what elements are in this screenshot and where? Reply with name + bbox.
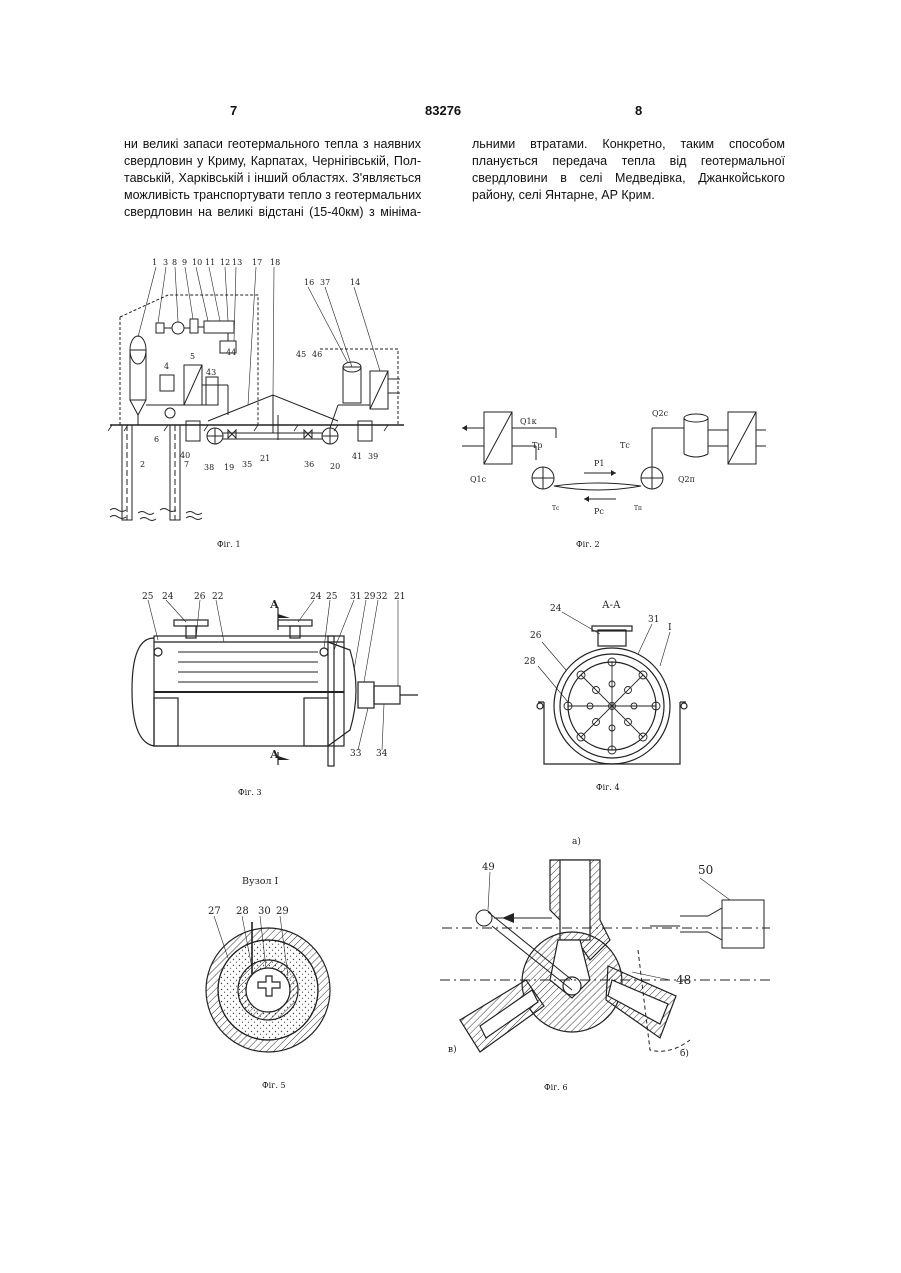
fig6-label: 50 xyxy=(698,863,713,877)
fig1-label: 17 xyxy=(252,258,262,267)
fig2-label: Рс xyxy=(594,507,604,516)
fig1-label: 38 xyxy=(204,463,214,472)
fig1-label: 46 xyxy=(312,350,322,359)
fig1-label: 6 xyxy=(154,435,159,444)
fig1-label: 8 xyxy=(172,258,177,267)
text-line: свердловин на великі відстані (15-40км) … xyxy=(124,204,421,221)
fig2-label: Тс xyxy=(552,505,560,512)
fig1-label: 5 xyxy=(190,352,195,361)
fig4-label: I xyxy=(668,623,672,633)
figure-4-caption: Фіг. 4 xyxy=(596,783,620,792)
fig3-label: 24 xyxy=(310,592,322,602)
fig3-section-mark: А xyxy=(270,598,279,611)
figure-3-exchanger-section: 25 24 26 22 24 25 31 29 32 21 33 34 А А xyxy=(128,590,418,780)
fig1-label: 12 xyxy=(220,258,230,267)
text-line: району, селі Янтарне, АР Крим. xyxy=(472,187,785,204)
fig6-label: 48 xyxy=(676,973,691,987)
fig5-title: Вузол І xyxy=(242,876,279,887)
fig3-label: 22 xyxy=(212,592,223,602)
fig5-label: 28 xyxy=(236,906,249,917)
figure-3-caption: Фіг. 3 xyxy=(238,788,262,797)
fig2-label: Тр xyxy=(532,441,542,450)
fig5-label: 27 xyxy=(208,906,221,917)
fig6-label: 49 xyxy=(482,862,495,873)
figure-6-caption: Фіг. 6 xyxy=(544,1083,568,1092)
fig3-label: 29 xyxy=(364,592,376,602)
fig1-label: 4 xyxy=(164,362,169,371)
figure-1-plant-schematic: 1 3 8 9 10 11 12 13 17 18 16 37 14 4 5 4… xyxy=(108,255,408,555)
text-line: ни великі запаси геотермального тепла з … xyxy=(124,136,421,153)
fig1-label: 37 xyxy=(320,278,330,287)
fig1-label: 9 xyxy=(182,258,187,267)
fig1-label: 2 xyxy=(140,460,145,469)
fig1-label: 1 xyxy=(152,258,157,267)
figure-1-caption: Фіг. 1 xyxy=(217,540,241,549)
fig1-label: 39 xyxy=(368,452,378,461)
fig4-title: А-А xyxy=(602,600,621,611)
fig4-label: 24 xyxy=(550,604,562,614)
fig1-label: 40 xyxy=(180,451,190,460)
fig1-label: 20 xyxy=(330,462,340,471)
fig1-label: 18 xyxy=(270,258,280,267)
fig1-label: 16 xyxy=(304,278,314,287)
fig6-label: в) xyxy=(448,1044,457,1055)
patent-number: 83276 xyxy=(425,103,461,118)
fig1-label: 14 xyxy=(350,278,360,287)
fig2-label: Q2п xyxy=(678,475,695,484)
fig2-label: Тп xyxy=(634,505,642,512)
fig1-label: 45 xyxy=(296,350,306,359)
figure-2-caption: Фіг. 2 xyxy=(576,540,600,549)
text-line: свердловин у Криму, Карпатах, Чернігівсь… xyxy=(124,153,421,170)
figure-4-section-aa: А-А 24 31 I 26 28 xyxy=(520,594,700,772)
fig1-label: 7 xyxy=(184,460,189,469)
left-page-number: 7 xyxy=(230,103,237,118)
fig2-label: Q1к xyxy=(520,417,537,426)
fig1-label: 41 xyxy=(352,452,362,461)
fig3-label: 34 xyxy=(376,749,388,759)
text-line: можливість транспортувати тепло з геотер… xyxy=(124,187,421,204)
fig3-section-mark: А xyxy=(270,748,279,761)
fig3-label: 31 xyxy=(350,592,361,602)
fig3-label: 24 xyxy=(162,592,174,602)
text-line: тавській, Харківській і інший областях. … xyxy=(124,170,421,187)
fig2-label: Тс xyxy=(620,441,630,450)
fig1-label: 13 xyxy=(232,258,242,267)
figure-6-valve: а) 49 50 48 в) б) xyxy=(440,830,770,1080)
text-line: планується передача тепла від геотермаль… xyxy=(472,153,785,170)
fig1-label: 36 xyxy=(304,460,314,469)
fig1-label: 3 xyxy=(163,258,168,267)
fig1-label: 10 xyxy=(192,258,202,267)
fig6-label: б) xyxy=(680,1048,689,1059)
fig1-label: 44 xyxy=(226,348,236,357)
fig3-label: 25 xyxy=(326,592,338,602)
right-page-number: 8 xyxy=(635,103,642,118)
figure-5-caption: Фіг. 5 xyxy=(262,1081,286,1090)
fig1-label: 43 xyxy=(206,368,216,377)
fig1-label: 35 xyxy=(242,460,252,469)
fig4-label: 28 xyxy=(524,657,536,667)
fig1-label: 21 xyxy=(260,454,270,463)
fig2-label: Q1с xyxy=(470,475,487,484)
text-line: свердловини в селі Медведівка, Джанкойсь… xyxy=(472,170,785,187)
fig2-label: Р1 xyxy=(594,459,604,468)
figure-5-node-detail: Вузол І 27 28 30 29 xyxy=(196,874,346,1070)
fig3-label: 33 xyxy=(350,749,362,759)
fig3-label: 32 xyxy=(376,592,387,602)
right-text-column: льними втратами. Конкретно, таким способ… xyxy=(472,136,785,204)
fig6-label: а) xyxy=(572,836,581,847)
fig3-label: 26 xyxy=(194,592,206,602)
fig5-label: 30 xyxy=(258,906,271,917)
fig2-label: Q2с xyxy=(652,409,669,418)
fig4-label: 26 xyxy=(530,631,542,641)
fig1-label: 19 xyxy=(224,463,234,472)
fig3-label: 25 xyxy=(142,592,154,602)
left-text-column: ни великі запаси геотермального тепла з … xyxy=(124,136,421,221)
text-line: льними втратами. Конкретно, таким способ… xyxy=(472,136,785,153)
fig3-label: 21 xyxy=(394,592,405,602)
fig4-label: 31 xyxy=(648,615,659,625)
fig1-label: 11 xyxy=(205,258,215,267)
figure-2-block-diagram: Q1к Тр Р1 Тс Q2с Q1с Q2п Рс Тс Тп xyxy=(456,398,766,538)
fig5-label: 29 xyxy=(276,906,289,917)
